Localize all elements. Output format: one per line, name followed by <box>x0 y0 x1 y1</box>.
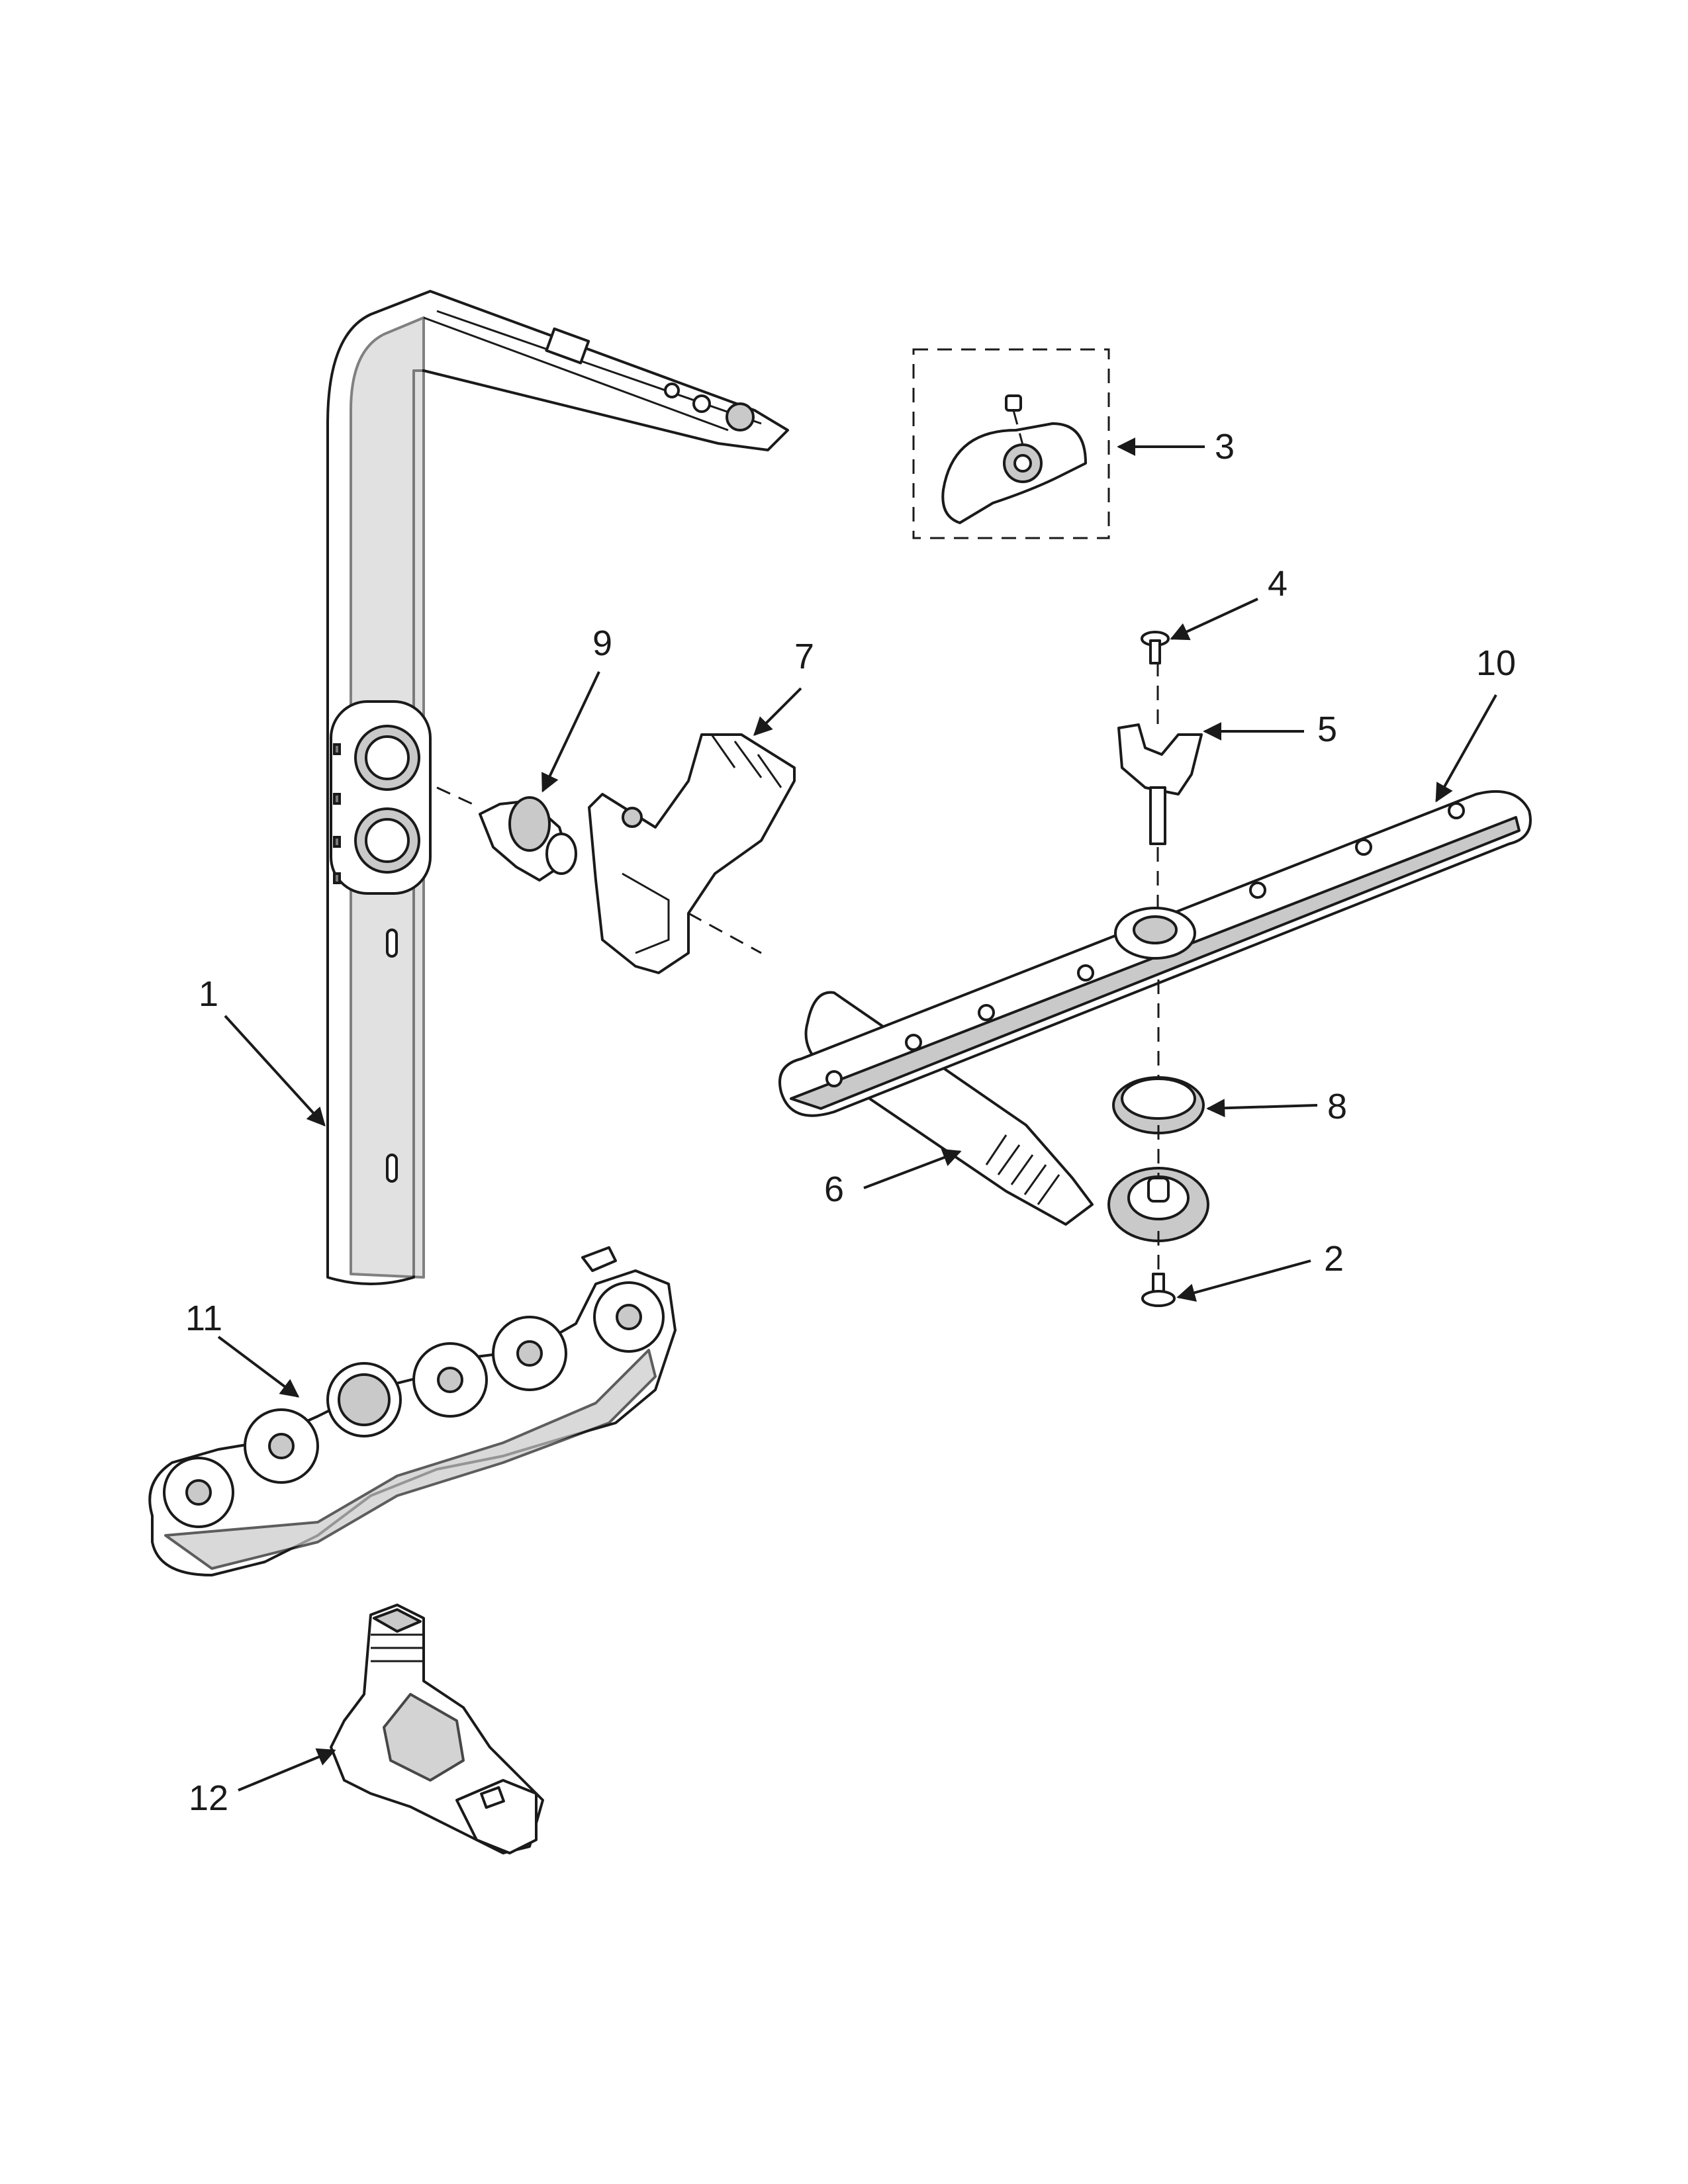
callout-12: 12 <box>189 1778 228 1818</box>
callout-2: 2 <box>1324 1239 1344 1279</box>
callout-9: 9 <box>592 623 612 663</box>
leader-1 <box>224 1015 326 1127</box>
leader-12 <box>238 1748 336 1792</box>
leader-11 <box>217 1336 300 1398</box>
part-2-screw[interactable] <box>1141 1231 1176 1307</box>
part-10-spray-arm[interactable] <box>778 790 1532 1117</box>
part-4-screw[interactable] <box>1141 631 1170 664</box>
callout-7: 7 <box>794 637 814 676</box>
leader-7 <box>753 687 802 736</box>
callout-3: 3 <box>1215 427 1235 467</box>
part-8-seal-ring[interactable] <box>1112 979 1205 1178</box>
leader-6 <box>863 1148 962 1189</box>
leader-2 <box>1176 1259 1311 1302</box>
part-12-diverter[interactable] <box>330 1604 544 1854</box>
callout-8: 8 <box>1327 1087 1347 1126</box>
part-5-mount[interactable] <box>1117 662 1203 940</box>
callout-5: 5 <box>1317 709 1337 749</box>
leader-10 <box>1435 694 1497 803</box>
part-3-clip-kit[interactable] <box>912 348 1110 539</box>
part-9-valve[interactable] <box>436 786 577 882</box>
callout-11: 11 <box>185 1298 222 1338</box>
callout-4: 4 <box>1268 564 1288 604</box>
leader-9 <box>541 671 600 793</box>
leader-8 <box>1206 1099 1318 1118</box>
callout-1: 1 <box>199 974 218 1014</box>
part-7-bracket[interactable] <box>588 733 796 974</box>
leader-4 <box>1170 598 1258 641</box>
callout-6: 6 <box>824 1169 844 1209</box>
callout-10: 10 <box>1476 643 1516 683</box>
part-11-manifold[interactable] <box>148 1246 677 1576</box>
part-1-supply-tube[interactable] <box>326 290 789 1285</box>
